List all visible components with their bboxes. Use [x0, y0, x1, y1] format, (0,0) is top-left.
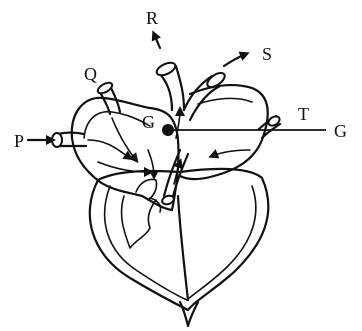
vessel-q-opening — [96, 81, 114, 96]
left-atrium — [180, 85, 268, 179]
label-s: S — [262, 44, 272, 64]
label-t: T — [298, 104, 309, 124]
arrow-s — [224, 54, 246, 66]
point-g — [162, 124, 174, 136]
label-r: R — [146, 8, 158, 28]
label-p: P — [14, 131, 24, 151]
label-q: Q — [84, 64, 97, 84]
vessel-p-opening — [52, 133, 62, 147]
vessel-r-opening — [155, 60, 177, 78]
label-g-inner: G — [142, 112, 155, 132]
arrow-r — [154, 34, 160, 48]
label-g-outer: G — [334, 121, 347, 141]
ventricle-outline — [90, 169, 269, 326]
